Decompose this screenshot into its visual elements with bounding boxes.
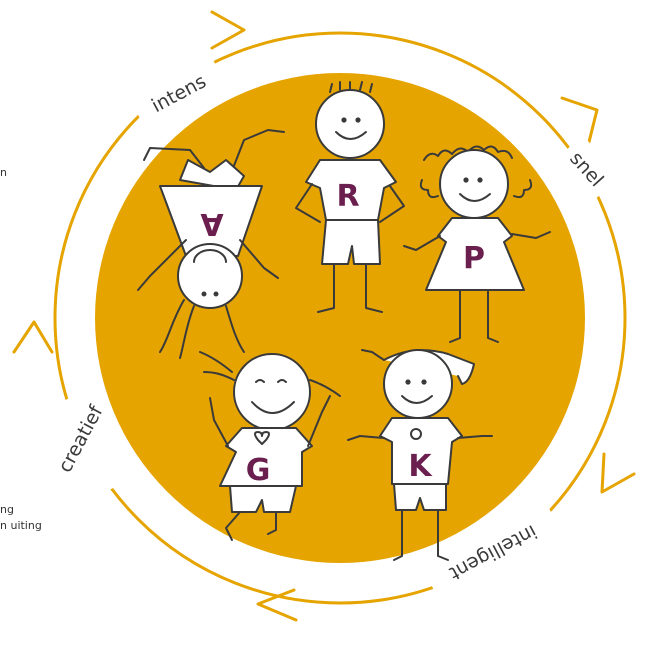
arrowhead-bottom-right-icon (600, 452, 636, 494)
arrowhead-bottom-icon (256, 588, 298, 622)
cropped-text-bottom-line2: n uiting (0, 519, 42, 532)
child-g-letter: G (246, 453, 271, 488)
arrowhead-left-icon (12, 320, 54, 354)
child-g-figure (199, 351, 341, 541)
cropped-text-top: n (0, 166, 7, 179)
child-a-letter: A (200, 206, 224, 241)
child-k-letter: K (408, 449, 433, 484)
child-p-letter: P (463, 241, 485, 276)
child-a-figure (137, 129, 285, 359)
arrowhead-top-icon (210, 10, 246, 50)
arrowhead-right-icon (560, 96, 599, 148)
outer-ring (53, 31, 627, 605)
child-p-figure (403, 145, 551, 343)
child-r-figure (295, 81, 405, 313)
cropped-text-bottom-line1: ng (0, 503, 14, 516)
child-k-figure (347, 349, 493, 561)
child-r-letter: R (336, 179, 359, 214)
